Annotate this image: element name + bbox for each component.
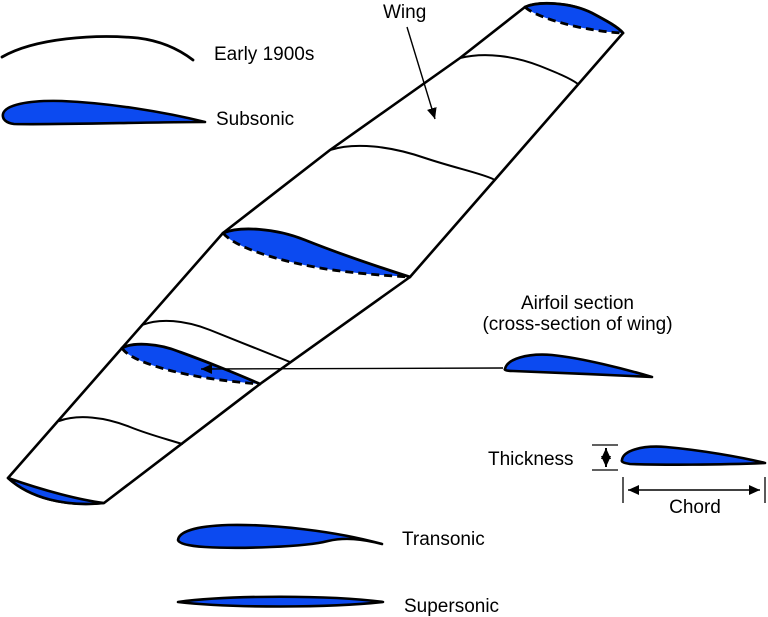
subsonic-airfoil [1, 99, 207, 126]
tip-section-fill [525, 3, 623, 34]
early-1900s-label: Early 1900s [214, 44, 315, 65]
dimension-airfoil [620, 445, 767, 466]
supersonic-label: Supersonic [404, 596, 500, 617]
transonic-label: Transonic [402, 529, 485, 550]
airfoil-section-label-line2: (cross-section of wing) [482, 314, 673, 335]
tip-section-hidden-edge [524, 5, 624, 35]
wing-pointer-arrow [406, 26, 437, 120]
airfoil-section-label: Airfoil section (cross-section of wing) [460, 293, 695, 335]
thickness-label: Thickness [488, 449, 574, 470]
airfoil-section-label-line1: Airfoil section [521, 293, 634, 314]
early-1900s-curve [0, 35, 195, 62]
mid-section-hidden-edge [221, 232, 411, 279]
station-line-mid [141, 319, 291, 363]
section-pointer-arrow [200, 363, 504, 374]
root-section-cap [6, 476, 106, 506]
transonic-airfoil [176, 523, 384, 550]
wing-label: Wing [383, 2, 427, 23]
mid-section-fill [223, 228, 410, 277]
inner-section-fill [122, 344, 260, 384]
station-line-tip-outer [459, 54, 579, 85]
mid-section-upper-edge [221, 227, 412, 279]
tip-section-upper-edge [523, 2, 625, 35]
subsonic-label: Subsonic [216, 109, 295, 130]
chord-label: Chord [669, 497, 721, 518]
inner-section-upper-edge [120, 342, 262, 386]
station-line-tip-inner [329, 144, 494, 180]
inner-section-hidden-edge [120, 347, 261, 386]
station-line-root [58, 416, 183, 445]
airfoil-section-detail [503, 353, 654, 379]
supersonic-airfoil [176, 595, 385, 608]
